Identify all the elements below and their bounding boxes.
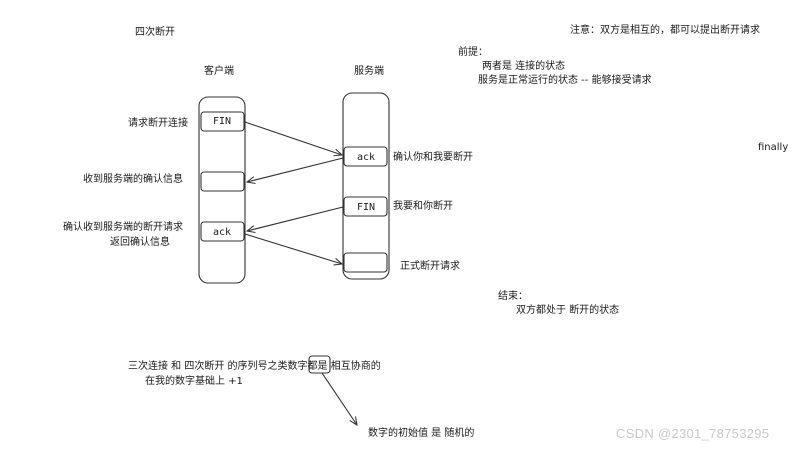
arrow-ack-to-server <box>244 233 342 264</box>
result-heading: 结束： <box>498 291 528 302</box>
watermark: CSDN @2301_78753295 <box>616 426 770 441</box>
client-receive-box <box>200 171 245 192</box>
number-highlight-box <box>308 355 331 374</box>
server-fin-box <box>343 196 388 217</box>
diagram-title: 四次断开 <box>135 27 175 38</box>
client-lifeline <box>198 96 246 284</box>
client-note-confirm-close: 确认收到服务端的断开请求 <box>63 222 183 233</box>
arrow-fin-to-server <box>244 121 342 155</box>
server-note-final: 正式断开请求 <box>400 261 460 272</box>
server-fin-label: FIN <box>357 202 376 213</box>
client-fin-box <box>200 111 245 132</box>
result-line1: 双方都处于 断开的状态 <box>516 305 620 316</box>
server-note-want-close: 我要和你断开 <box>393 201 453 212</box>
premise-heading: 前提： <box>458 47 488 58</box>
server-label: 服务端 <box>354 66 384 77</box>
client-ack-label: ack <box>213 227 232 238</box>
premise-line2: 服务是正常运行的状态 -- 能够接受请求 <box>478 75 652 86</box>
server-note-confirm: 确认你和我要断开 <box>393 152 473 163</box>
server-lifeline <box>342 92 390 280</box>
arrow-fin-to-client <box>247 206 344 231</box>
client-note-received-ack: 收到服务端的确认信息 <box>83 174 183 185</box>
client-note-request-close: 请求断开连接 <box>128 118 188 129</box>
seq-note-line3: 数字的初始值 是 随机的 <box>368 428 475 439</box>
client-fin-label: FIN <box>213 116 232 127</box>
arrow-ack-to-client <box>247 157 344 182</box>
seq-note-line2: 在我的数字基础上 +1 <box>145 376 243 387</box>
side-note: finally <box>758 142 789 153</box>
client-note-return-ack: 返回确认信息 <box>110 237 170 248</box>
client-label: 客户端 <box>204 66 234 77</box>
arrow-to-initial-value <box>321 372 357 425</box>
seq-note-line1: 三次连接 和 四次断开 的序列号之类数字都是 相互协商的 <box>128 361 381 372</box>
server-final-box <box>343 252 388 273</box>
note-top: 注意：双方是相互的，都可以提出断开请求 <box>570 25 760 36</box>
server-ack-box <box>343 146 388 167</box>
client-ack-box <box>200 221 245 242</box>
server-ack-label: ack <box>357 152 376 163</box>
premise-line1: 两者是 连接的状态 <box>482 61 566 72</box>
